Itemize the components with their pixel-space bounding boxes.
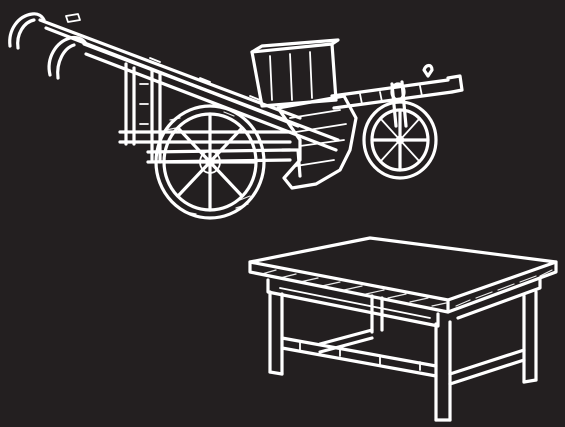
table-stretchers — [280, 328, 526, 386]
table-top — [248, 236, 558, 314]
planter-front-beam — [330, 63, 464, 128]
table-drawing — [248, 236, 558, 422]
table-legs — [268, 290, 538, 422]
table-apron — [266, 276, 542, 328]
planter-seed-hopper — [250, 38, 340, 108]
planter-large-wheel — [154, 104, 266, 220]
planter-front-wheel — [362, 100, 438, 180]
planter-rear-frame — [118, 62, 292, 164]
planter-plow-body — [276, 94, 358, 190]
seed-planter-drawing — [8, 12, 464, 220]
